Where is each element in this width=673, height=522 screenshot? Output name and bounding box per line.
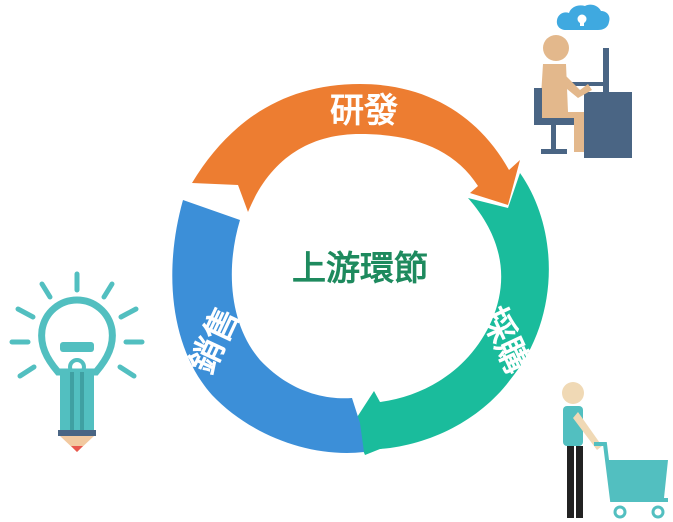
segment-rd-arc bbox=[192, 84, 520, 212]
cycle-ring bbox=[172, 84, 549, 455]
segment-marketing-arc bbox=[172, 200, 364, 453]
lightbulb-pencil-icon bbox=[9, 271, 145, 452]
person-at-computer-icon bbox=[534, 35, 632, 158]
segment-rd-label: 研發 bbox=[330, 91, 398, 131]
segment-procurement-arc bbox=[352, 173, 549, 455]
cloud-icon bbox=[556, 4, 610, 31]
person-shopping-cart-icon bbox=[562, 382, 668, 519]
center-label: 上游環節 bbox=[292, 249, 428, 289]
